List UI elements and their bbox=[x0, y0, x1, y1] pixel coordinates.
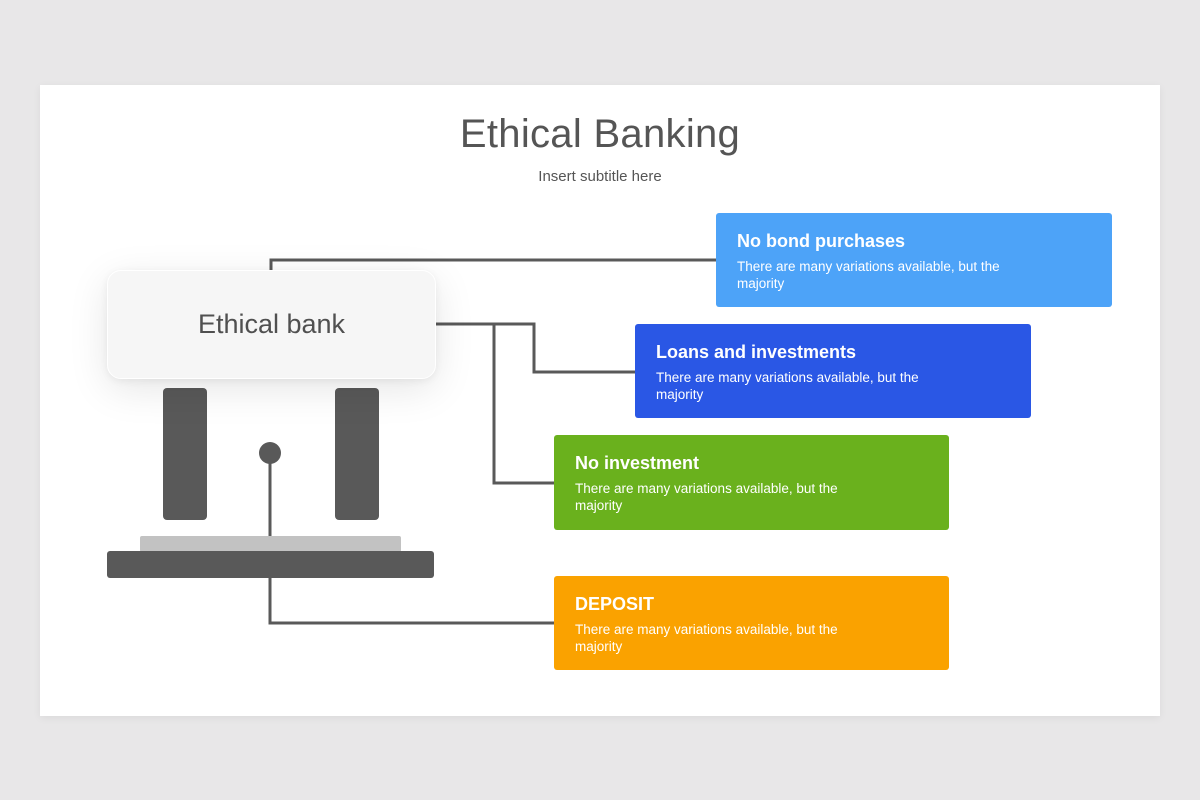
card-deposit: DEPOSIT There are many variations availa… bbox=[554, 576, 949, 670]
connector-no-bond bbox=[269, 258, 716, 270]
page-title: Ethical Banking bbox=[459, 112, 741, 156]
bank-step bbox=[140, 536, 401, 552]
card-title: No investment bbox=[575, 453, 700, 473]
card-text: There are many variations available, but… bbox=[737, 259, 1000, 291]
card-title: No bond purchases bbox=[737, 231, 906, 251]
card-no-investment: No investment There are many variations … bbox=[554, 435, 949, 530]
bank-pillar-left bbox=[163, 388, 207, 520]
connector-deposit bbox=[268, 453, 554, 625]
bank-knob bbox=[259, 442, 281, 464]
card-text: There are many variations available, but… bbox=[656, 370, 919, 402]
card-text: There are many variations available, but… bbox=[575, 622, 838, 654]
bank-label: Ethical bank bbox=[197, 309, 346, 339]
connector-no-investment bbox=[492, 324, 554, 485]
bank-base bbox=[107, 551, 434, 578]
bank-pillar-right bbox=[335, 388, 379, 520]
card-title: DEPOSIT bbox=[575, 594, 655, 614]
card-loans-and-investments: Loans and investments There are many var… bbox=[635, 324, 1031, 418]
card-no-bond-purchases: No bond purchases There are many variati… bbox=[716, 213, 1112, 307]
page-subtitle: Insert subtitle here bbox=[538, 168, 662, 185]
card-title: Loans and investments bbox=[656, 342, 857, 362]
bank-label-box: Ethical bank bbox=[107, 270, 436, 379]
card-text: There are many variations available, but… bbox=[575, 481, 838, 513]
connector-loans bbox=[434, 322, 635, 374]
